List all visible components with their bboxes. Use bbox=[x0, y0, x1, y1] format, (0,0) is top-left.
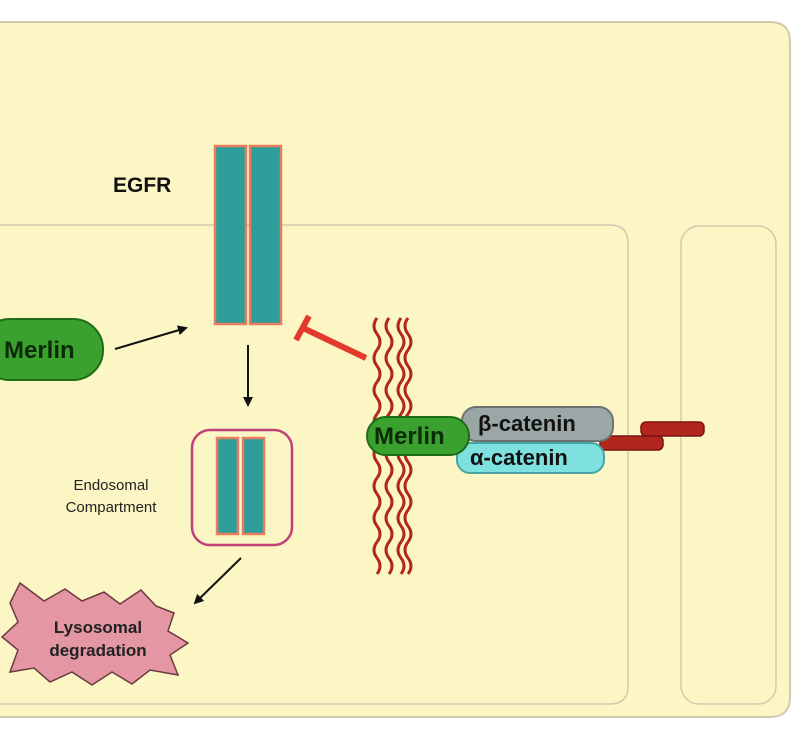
endosomal-compartment bbox=[190, 428, 294, 547]
svg-text:β-catenin: β-catenin bbox=[478, 411, 576, 436]
endosomal-label-line1: Endosomal bbox=[73, 477, 148, 494]
arrow-endosome-to-lysosome bbox=[193, 557, 242, 605]
beta-catenin: β-catenin bbox=[461, 406, 614, 442]
svg-text:α-catenin: α-catenin bbox=[470, 445, 568, 470]
cadherin bbox=[599, 421, 705, 451]
endosomal-label-line2: Compartment bbox=[66, 499, 158, 516]
merlin-free: Merlin bbox=[0, 318, 104, 381]
arrow-merlin-to-egfr bbox=[114, 325, 188, 350]
neighbor-cell bbox=[680, 225, 777, 705]
svg-text:Merlin: Merlin bbox=[4, 337, 75, 364]
alpha-catenin: α-catenin bbox=[456, 442, 605, 474]
lysosomal-label-line2: degradation bbox=[49, 641, 146, 660]
inner-cell bbox=[0, 224, 629, 705]
merlin-bound: Merlin bbox=[366, 416, 470, 456]
egfr-label: EGFR bbox=[113, 174, 171, 197]
lysosomal-degradation: Lysosomal degradation bbox=[0, 581, 190, 686]
svg-text:Merlin: Merlin bbox=[374, 423, 445, 450]
egfr-receptor bbox=[213, 144, 283, 326]
lysosomal-label-line1: Lysosomal bbox=[54, 618, 142, 637]
inhibition-bar bbox=[293, 314, 368, 361]
